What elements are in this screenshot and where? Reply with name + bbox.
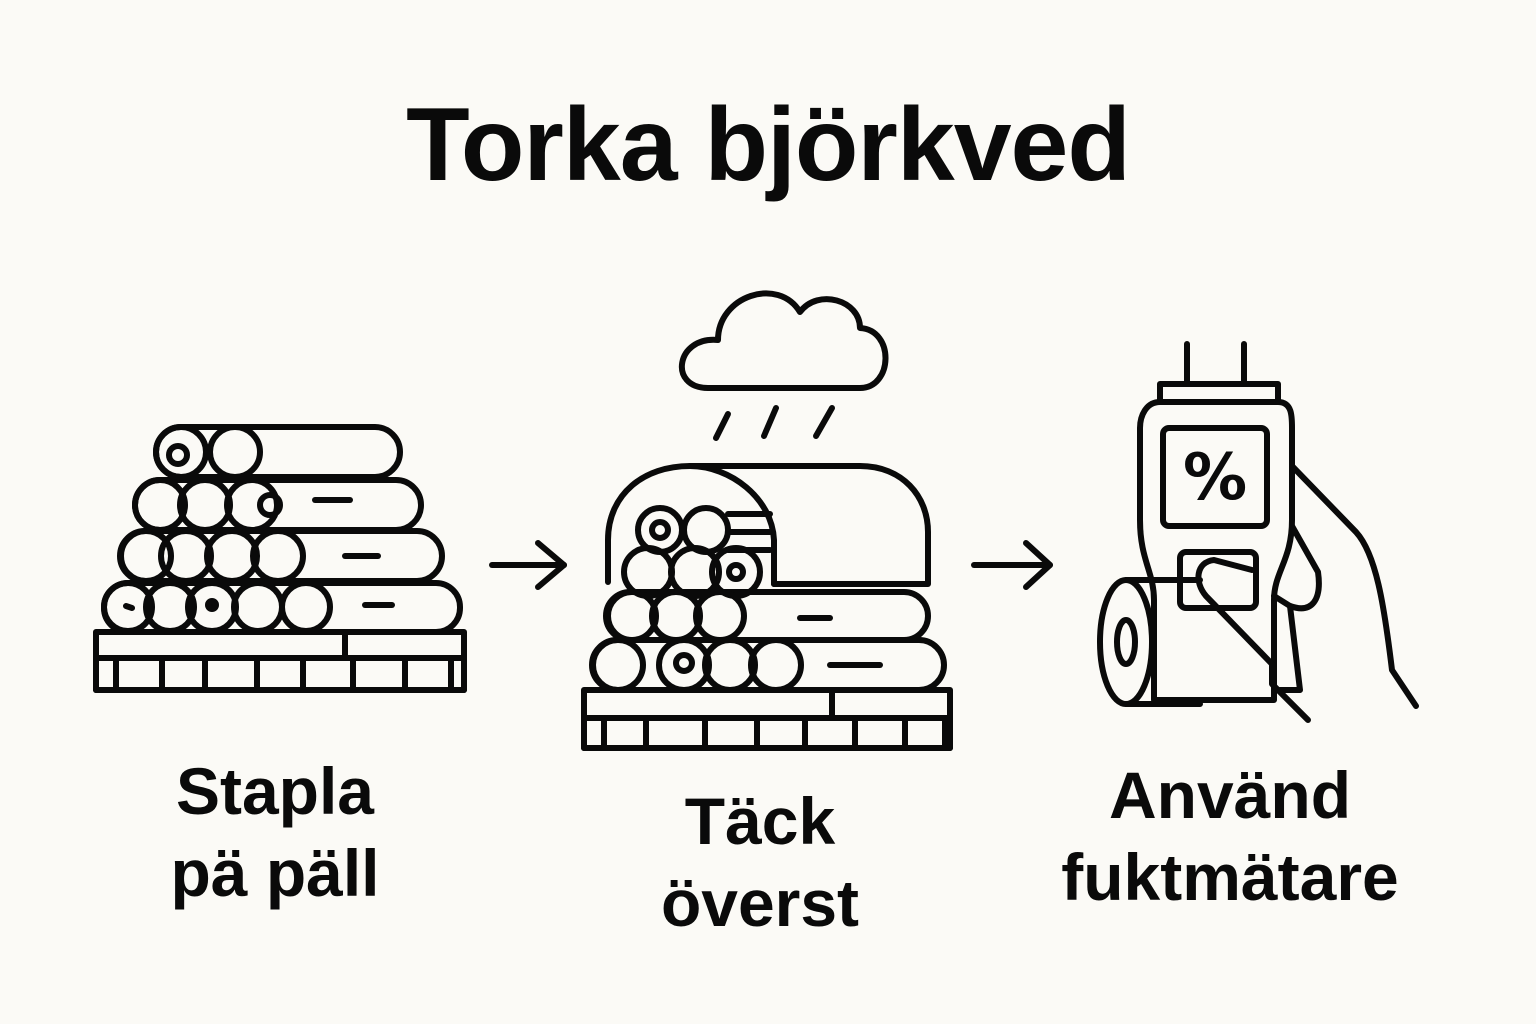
arrow-right-icon bbox=[971, 540, 1053, 590]
hand-icon bbox=[1289, 463, 1419, 709]
step-3-line-1: Använd bbox=[1108, 758, 1352, 832]
meter-screen bbox=[1160, 425, 1270, 529]
covered-log-pile-with-rain-cloud-icon bbox=[581, 290, 953, 751]
step-3-caption: Använd fuktmätare bbox=[1030, 754, 1430, 918]
meter-percent-symbol: % bbox=[1182, 441, 1248, 515]
arrow-right-icon bbox=[489, 540, 567, 590]
step-3-line-2: fuktmätare bbox=[1061, 840, 1399, 914]
rain-drops-icon bbox=[713, 405, 835, 441]
pallet-icon bbox=[581, 687, 953, 751]
step-1-caption: Stapla pä päll bbox=[115, 750, 435, 914]
pallet-icon bbox=[93, 629, 467, 693]
tarp-cover-icon bbox=[605, 463, 931, 587]
step-2-caption: Täck överst bbox=[600, 780, 920, 944]
step-2-line-2: överst bbox=[660, 866, 860, 940]
step-2-line-1: Täck bbox=[684, 784, 836, 858]
log-icon bbox=[1097, 577, 1203, 707]
moisture-meter-icon bbox=[1137, 399, 1295, 703]
hand-holding-moisture-meter-icon bbox=[1097, 341, 1419, 723]
log-pile-on-pallet-icon bbox=[93, 424, 467, 693]
rain-cloud-icon bbox=[678, 290, 889, 391]
step-1-line-2: pä päll bbox=[170, 836, 380, 910]
diagram-title: Torka björkved bbox=[406, 87, 1131, 203]
step-1-line-1: Stapla bbox=[175, 754, 375, 828]
